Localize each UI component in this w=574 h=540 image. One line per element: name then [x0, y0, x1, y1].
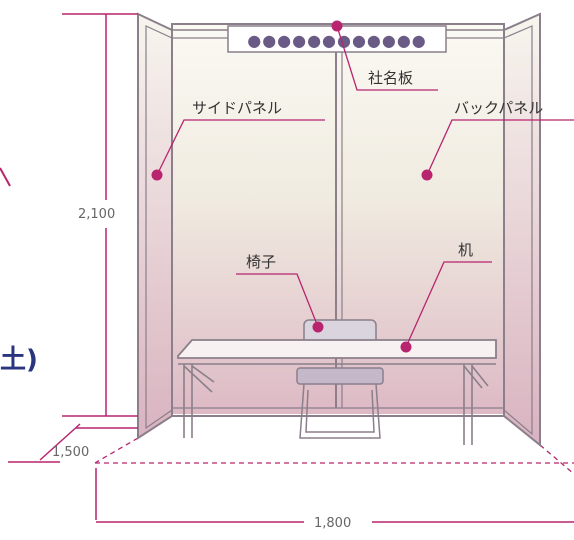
side-panel-left — [137, 12, 173, 440]
label-desk: 机 — [458, 241, 473, 259]
cropped-date-text: 土) — [0, 345, 38, 375]
depth-dimension-value: 1,500 — [52, 445, 89, 460]
chair-legs — [299, 383, 381, 439]
desk — [177, 339, 497, 445]
chair — [296, 319, 384, 439]
label-name-plate: 社名板 — [368, 69, 413, 87]
label-back-panel: バックパネル — [454, 99, 543, 117]
label-chair: 椅子 — [246, 253, 276, 271]
leader-lines — [156, 25, 574, 348]
depth-dimension — [8, 423, 138, 463]
name-plate-text: ●●●●●●●●●●●● — [247, 31, 427, 50]
label-side-panel: サイドパネル — [192, 99, 282, 117]
chair-seat — [296, 367, 384, 385]
cropped-decoration — [0, 167, 11, 187]
floor-outline — [94, 437, 574, 475]
desk-legs — [183, 364, 489, 445]
side-panel-right — [503, 12, 541, 448]
width-dimension-value: 1,800 — [314, 516, 351, 531]
height-dimension — [62, 13, 138, 417]
width-dimension — [95, 468, 574, 523]
desk-top — [177, 339, 497, 359]
marker-dots — [151, 20, 433, 353]
height-dimension-value: 2,100 — [78, 207, 115, 222]
